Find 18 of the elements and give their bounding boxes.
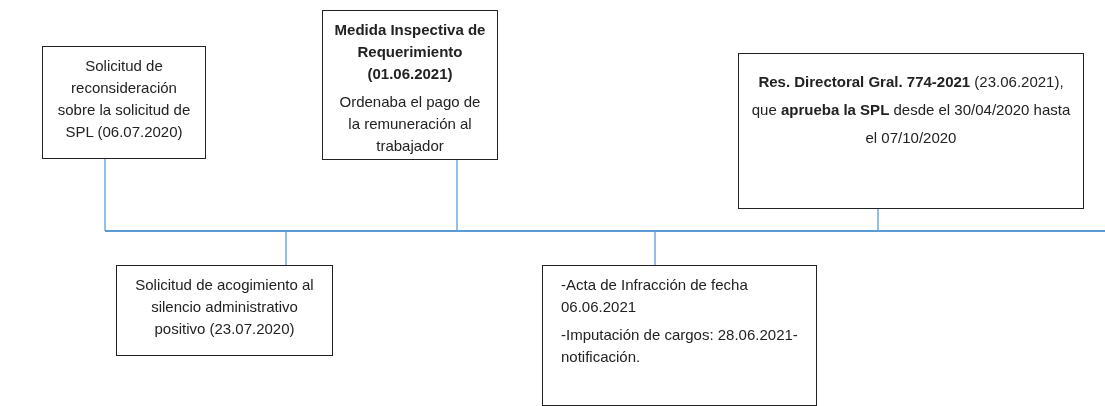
connector-line bbox=[285, 230, 287, 266]
event-box bbox=[42, 46, 206, 159]
event-box bbox=[542, 265, 817, 406]
timeline-line bbox=[105, 230, 1105, 232]
event-heading: Medida Inspectiva de Requerimiento (01.06.2021) bbox=[333, 20, 487, 84]
event-text: -Imputación de cargos: 28.06.2021- notificación. bbox=[561, 325, 799, 367]
event-text: Solicitud de reconsideración sobre la solicitud de SPL (06.07.2020) bbox=[56, 56, 192, 142]
event-text: Ordenaba el pago de la remuneración al trabajador bbox=[338, 92, 482, 156]
event-text: -Acta de Infracción de fecha 06.06.2021 bbox=[561, 275, 749, 317]
event-text: Res. Directoral Gral. 774-2021 (23.06.2021), que aprueba la SPL desde el 30/04/2020 hasta el 07/10/2020 bbox=[750, 72, 1072, 148]
event-box bbox=[322, 10, 498, 160]
event-box bbox=[738, 53, 1084, 209]
connector-line bbox=[877, 208, 879, 232]
event-text: Solicitud de acogimiento al silencio administrativo positivo (23.07.2020) bbox=[134, 275, 315, 339]
connector-line bbox=[456, 159, 458, 232]
connector-line bbox=[654, 230, 656, 266]
connector-line bbox=[104, 158, 106, 232]
event-box bbox=[116, 265, 333, 356]
